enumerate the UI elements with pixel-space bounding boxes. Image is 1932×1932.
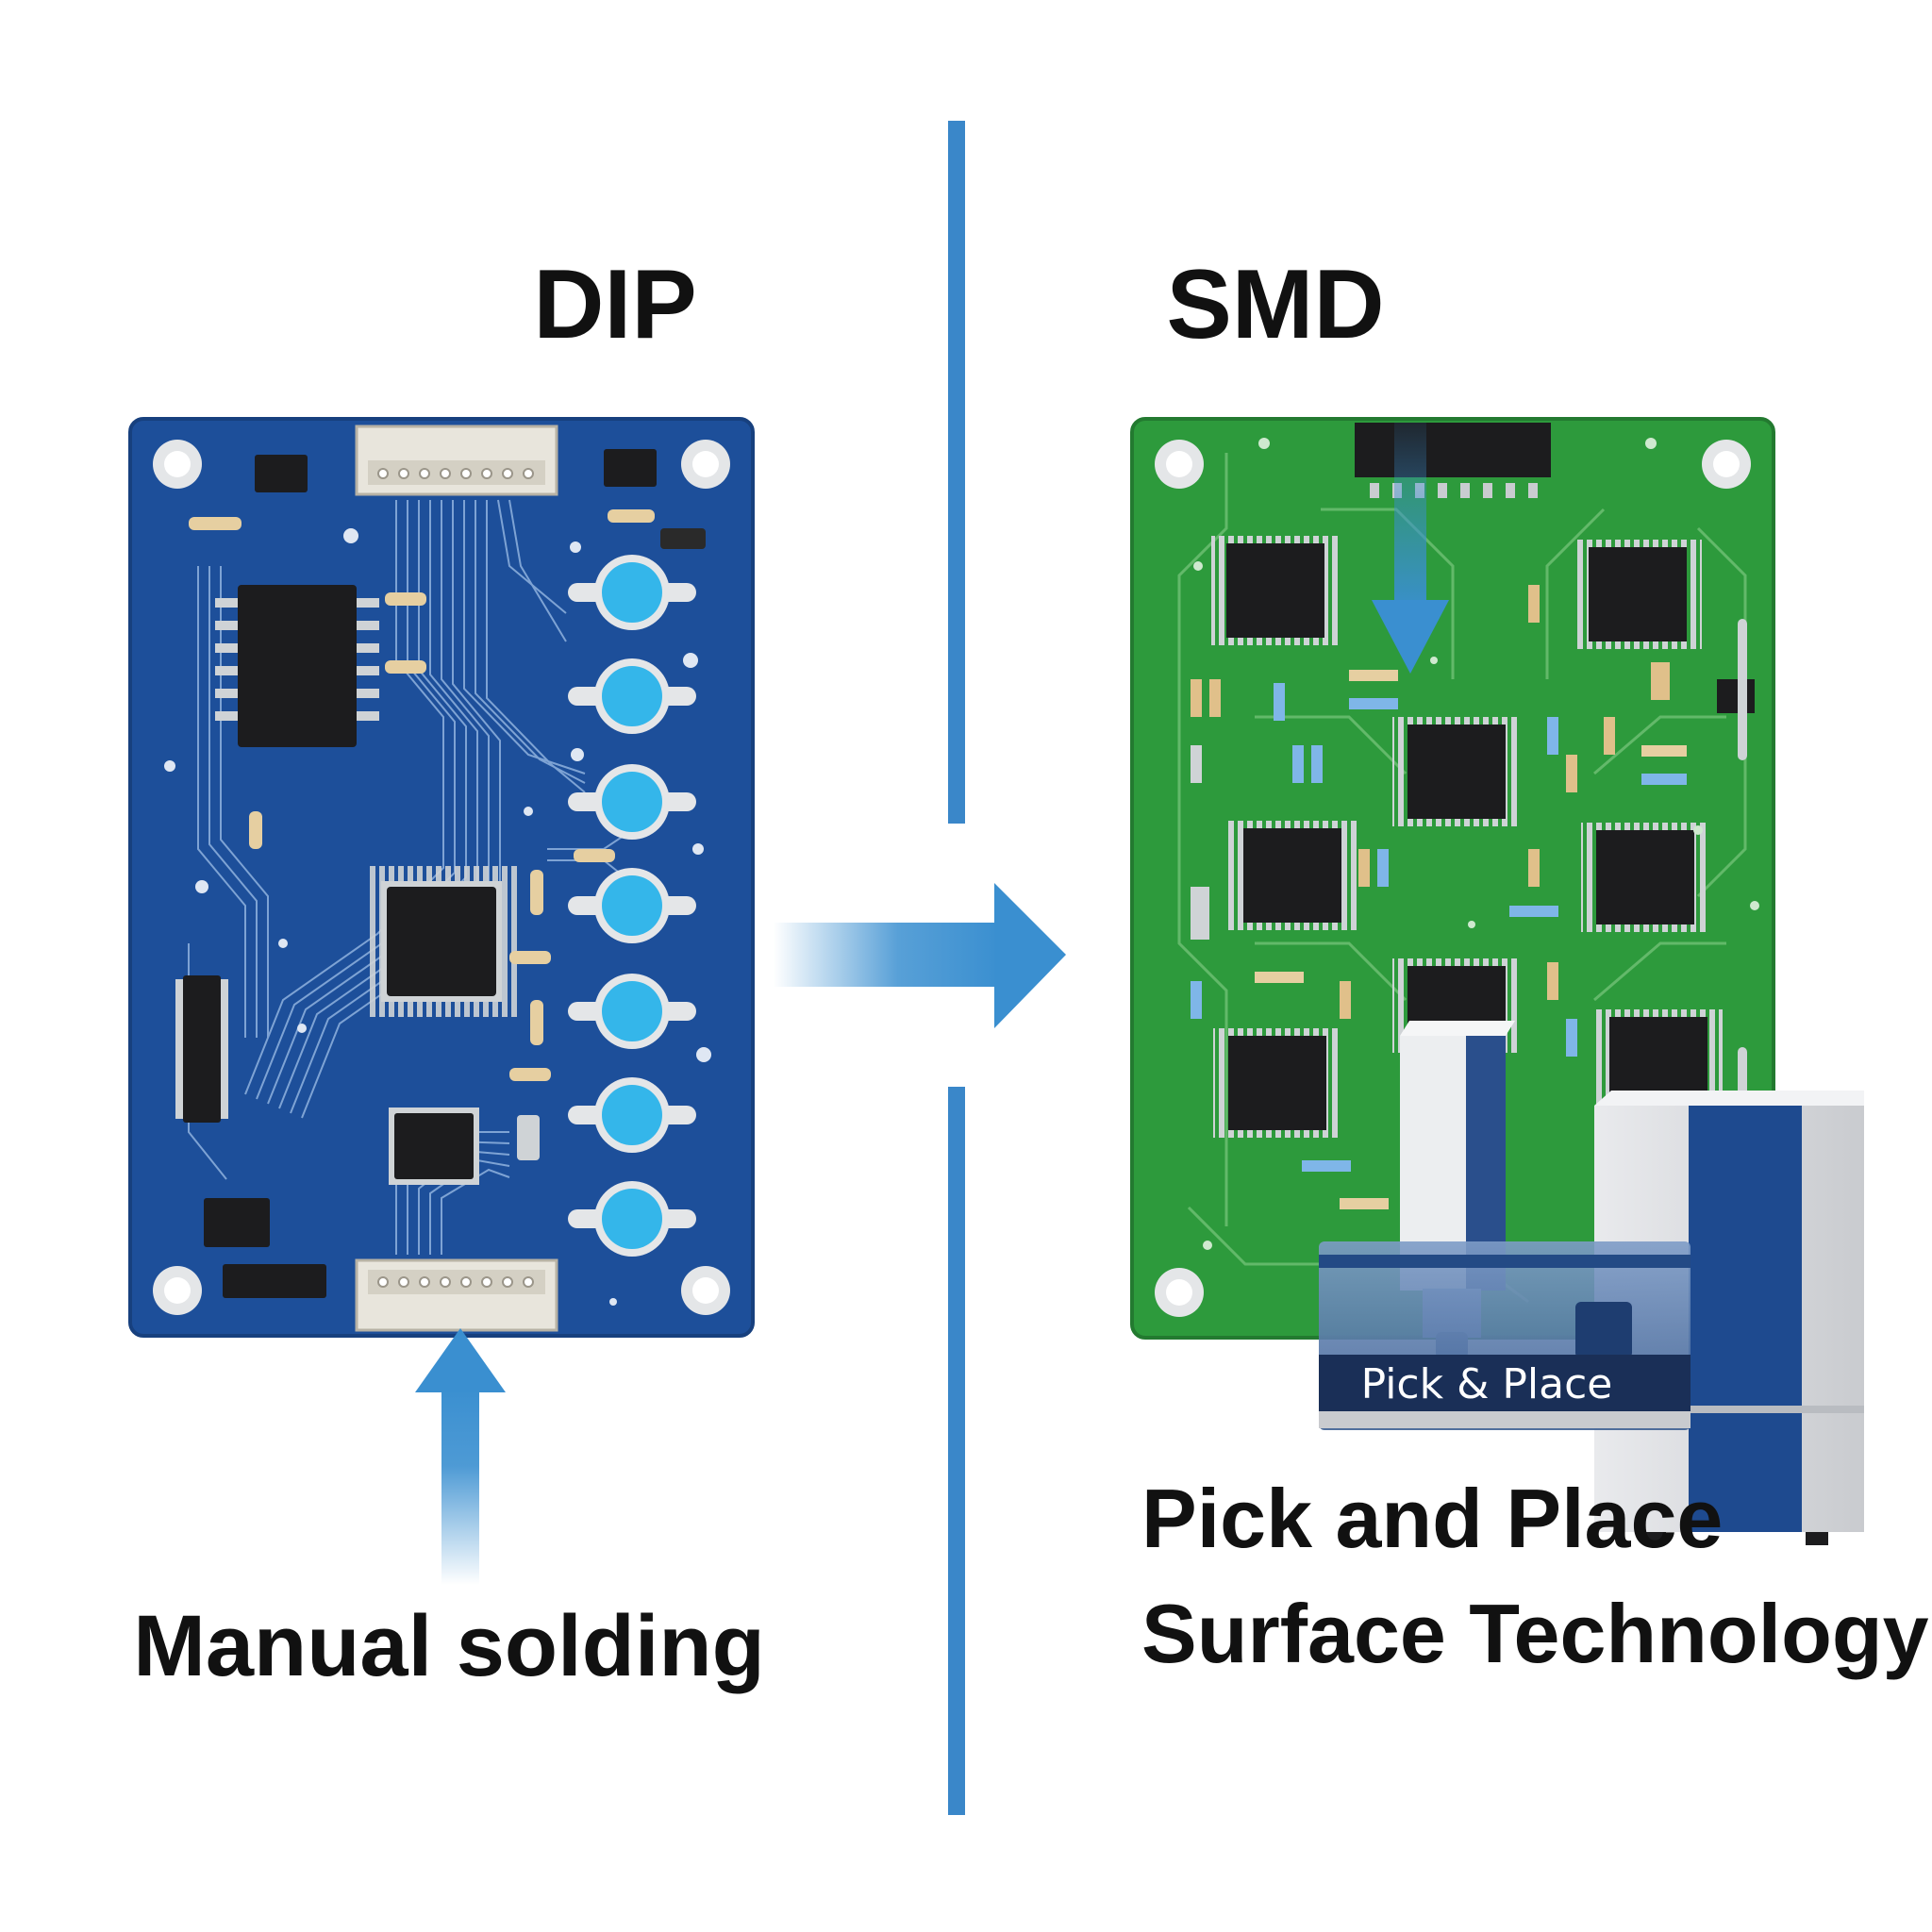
smd-ic-1 xyxy=(1211,536,1340,645)
manual-insertion-arrow xyxy=(415,1328,506,1585)
smd-vias xyxy=(1193,438,1759,1250)
button-4 xyxy=(568,868,696,943)
dip-buttons xyxy=(568,555,696,1257)
dip-caption: Manual solding xyxy=(133,1598,765,1694)
placement-arrow xyxy=(1372,423,1449,674)
smd-ic-2 xyxy=(1574,540,1702,649)
smd-ic-7 xyxy=(1213,1028,1341,1138)
dip-circuit-board xyxy=(128,417,755,1338)
center-divider xyxy=(948,121,965,1815)
smd-components xyxy=(1191,585,1755,1209)
dip-heading: DIP xyxy=(533,250,696,359)
dip-vias xyxy=(164,528,711,1306)
smd-ic-3 xyxy=(1392,717,1521,826)
button-3 xyxy=(568,764,696,840)
transition-arrow xyxy=(774,883,1066,1028)
divider-top xyxy=(948,121,965,824)
smd-caption-line-2: Surface Technology xyxy=(1141,1587,1929,1680)
smd-ic-8 xyxy=(1594,1009,1723,1104)
mounting-holes xyxy=(1155,440,1751,1317)
dip-ic-large xyxy=(215,585,379,747)
button-5 xyxy=(568,974,696,1049)
smd-caption-line-1: Pick and Place xyxy=(1141,1472,1723,1565)
mounting-holes xyxy=(153,440,730,1315)
button-2 xyxy=(568,658,696,734)
dip-top-connector xyxy=(355,425,558,496)
smd-ic-4 xyxy=(1228,821,1357,930)
button-6 xyxy=(568,1077,696,1153)
pick-and-place-machine: Pick & Place xyxy=(1319,1021,1864,1545)
dip-ic-qfp xyxy=(366,866,517,1017)
button-7 xyxy=(568,1181,696,1257)
smd-ic-5 xyxy=(1581,823,1709,932)
dip-resistors xyxy=(189,509,706,1160)
dip-bottom-connector xyxy=(355,1258,558,1332)
divider-bottom xyxy=(948,1087,965,1815)
machine-label: Pick & Place xyxy=(1361,1360,1613,1408)
smd-heading: SMD xyxy=(1166,250,1384,359)
button-1 xyxy=(568,555,696,630)
dip-ic-small xyxy=(175,449,657,1298)
